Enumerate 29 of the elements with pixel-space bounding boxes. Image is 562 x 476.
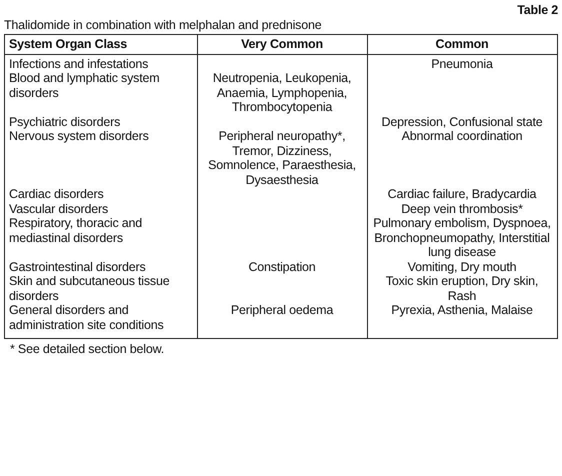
column-header: Common: [367, 35, 557, 54]
organ-class-cell: Skin and subcutaneous tissue disorders: [9, 274, 170, 302]
adverse-reaction-cell: Vomiting, Dry mouth: [408, 260, 516, 274]
footnote: * See detailed section below.: [10, 342, 164, 356]
adverse-reaction-cell: Pyrexia, Asthenia, Malaise: [391, 303, 533, 317]
adverse-reaction-cell: Peripheral oedema: [230, 303, 334, 317]
organ-class-cell: Cardiac disorders: [9, 187, 104, 201]
organ-class-cell: Nervous system disorders: [9, 129, 149, 143]
table-number: Table 2: [517, 3, 558, 18]
adverse-reaction-cell: Deep vein thrombosis*: [401, 202, 523, 216]
organ-class-cell: Respiratory, thoracic and mediastinal disorders: [9, 216, 142, 244]
adverse-reaction-cell: Cardiac failure, Bradycardia: [388, 187, 536, 201]
adverse-reaction-cell: Abnormal coordination: [402, 129, 522, 143]
adverse-reaction-cell: Pulmonary embolism, Dyspnoea, Bronchopneumopathy, Interstitial lung disease: [373, 216, 551, 259]
adverse-reaction-cell: Depression, Confusional state: [382, 114, 542, 128]
column-header: Very Common: [197, 35, 367, 54]
column-header: System Organ Class: [5, 35, 197, 54]
organ-class-cell: Psychiatric disorders: [9, 114, 120, 128]
organ-class-cell: Blood and lymphatic system disorders: [9, 71, 160, 100]
organ-class-cell: Infections and infestations: [9, 56, 148, 70]
adverse-reaction-cell: Neutropenia, Leukopenia, Anaemia, Lymphopenia, Thrombocytopenia: [212, 71, 352, 114]
adverse-reaction-cell: Peripheral neuropathy*, Tremor, Dizziness, Somnolence, Paraesthesia, Dysaesthesia: [208, 129, 356, 186]
adverse-reaction-cell: Pneumonia: [431, 56, 493, 70]
organ-class-cell: Gastrointestinal disorders: [9, 260, 146, 274]
organ-class-cell: General disorders and administration site conditions: [9, 303, 164, 332]
adverse-reaction-cell: Constipation: [248, 260, 316, 274]
organ-class-cell: Vascular disorders: [9, 202, 108, 216]
adverse-reaction-cell: Toxic skin eruption, Dry skin, Rash: [386, 274, 538, 302]
table-subtitle: Thalidomide in combination with melphalan and prednisone: [4, 18, 322, 32]
